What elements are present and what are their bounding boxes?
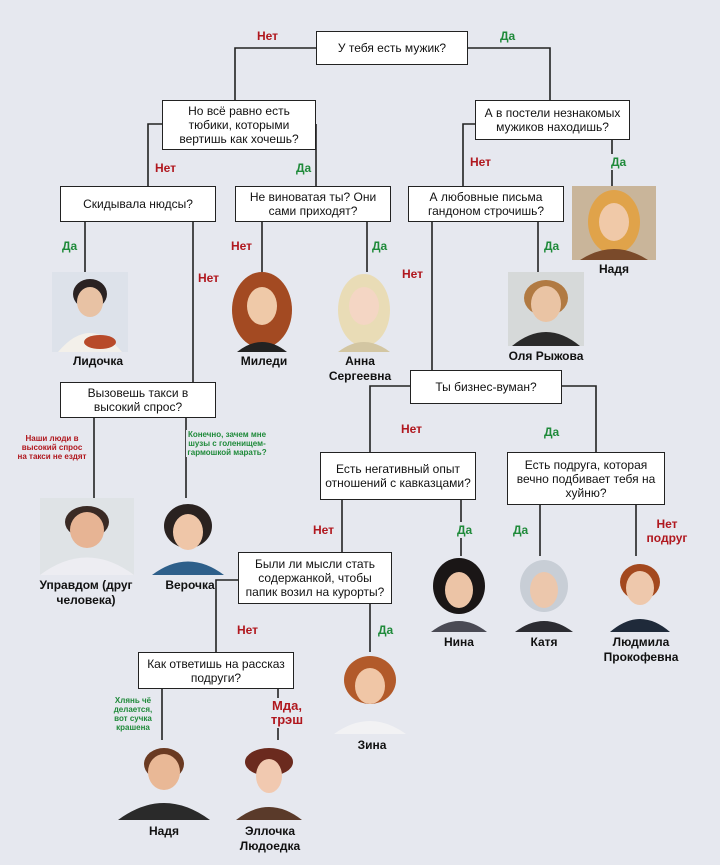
question-love-letters: А любовные письма гандоном строчишь?: [408, 186, 564, 222]
label-yes: Да: [453, 522, 477, 538]
portrait-olya: [508, 272, 584, 346]
name-nadya: Надя: [149, 824, 179, 838]
portrait-nina: [425, 556, 493, 632]
label-taxi-no: Наши люди в высокий спрос на такси не ез…: [16, 434, 88, 461]
question-friend-story: Как ответишь на рассказ подруги?: [138, 652, 294, 689]
label-yes: Да: [509, 522, 533, 538]
question-sugar-daddy: Были ли мысли стать содержанкой, чтобы п…: [238, 552, 392, 604]
label-yes: Да: [607, 154, 631, 170]
name-anna: Анна Сергеевна: [328, 354, 392, 383]
question-taxi: Вызовешь такси в высокий спрос?: [60, 382, 216, 418]
name-olya: Оля Рыжова: [508, 349, 584, 363]
label-yes: Да: [540, 238, 564, 254]
portrait-upravdom: [40, 498, 134, 575]
question-has-man: У тебя есть мужик?: [316, 31, 468, 65]
portrait-lyudmila: [606, 556, 674, 632]
name-upravdom: Управдом (друг человека): [39, 578, 133, 607]
name-miledi: Миледи: [240, 354, 288, 368]
question-business-woman: Ты бизнес-вуман?: [410, 370, 562, 404]
label-friend-reply-b: Мда, трэш: [262, 698, 312, 728]
question-tubes: Но всё равно есть тюбики, которыми верти…: [162, 100, 316, 150]
label-taxi-yes: Конечно, зачем мне шузы с голенищем-гарм…: [186, 430, 268, 457]
name-verochka: Верочка: [165, 578, 215, 592]
portrait-anna: [330, 272, 398, 352]
question-strangers: А в постели незнакомых мужиков находишь?: [475, 100, 630, 140]
name-lidochka: Лидочка: [72, 354, 124, 368]
label-no: Нет: [253, 28, 283, 44]
portrait-verochka: [146, 498, 230, 575]
label-yes: Да: [540, 424, 564, 440]
portrait-ellochka: [232, 740, 306, 820]
label-no: Нет: [151, 160, 181, 176]
label-no: Нет: [233, 622, 263, 638]
question-nudes: Скидывала нюдсы?: [60, 186, 216, 222]
label-friend-reply-a: Хлянь чё делается, вот сучка крашена: [108, 696, 158, 732]
question-not-guilty: Не виноватая ты? Они сами приходят?: [235, 186, 391, 222]
label-no: Нет: [397, 421, 427, 437]
label-no: Нет: [194, 270, 224, 286]
name-lyudmila: Людмила Прокофевна: [603, 635, 679, 664]
label-yes: Да: [58, 238, 82, 254]
label-no-friends: Нет подруг: [639, 516, 695, 546]
question-caucasians: Есть негативный опыт отношений с кавказц…: [320, 452, 476, 500]
name-katya: Катя: [530, 635, 558, 649]
portrait-miledi: [225, 272, 299, 352]
portrait-nadya-1: [572, 186, 656, 260]
name-nadya: Надя: [599, 262, 629, 276]
portrait-zina: [330, 652, 410, 734]
portrait-katya: [511, 556, 577, 632]
label-yes: Да: [368, 238, 392, 254]
name-ellochka: Эллочка Людоедка: [239, 824, 301, 853]
portrait-lidochka: [52, 272, 128, 352]
label-no: Нет: [227, 238, 257, 254]
portrait-nadya-2: [116, 740, 212, 820]
name-nina: Нина: [444, 635, 474, 649]
question-girlfriend: Есть подруга, которая вечно подбивает те…: [507, 452, 665, 505]
label-yes: Да: [496, 28, 520, 44]
label-no: Нет: [398, 266, 428, 282]
name-zina: Зина: [357, 738, 387, 752]
label-no: Нет: [466, 154, 496, 170]
label-yes: Да: [292, 160, 316, 176]
label-no: Нет: [309, 522, 339, 538]
label-yes: Да: [374, 622, 398, 638]
